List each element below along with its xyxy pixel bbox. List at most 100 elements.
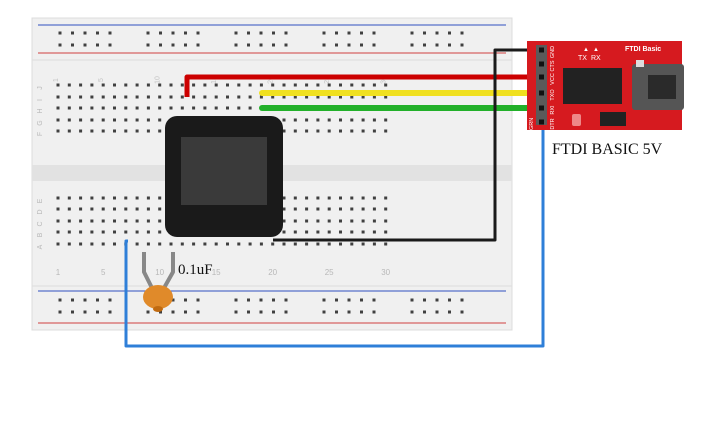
breadboard-hole [79,118,83,122]
breadboard-hole [90,207,94,211]
rail-hole [372,298,376,302]
breadboard-hole [192,106,196,110]
rail-hole [423,310,426,314]
rail-hole [196,31,200,35]
breadboard-hole [158,106,162,110]
row-letter: E [37,198,44,203]
rail-hole [410,310,414,314]
breadboard-hole [226,83,229,87]
rail-hole [284,31,288,35]
rail-hole [322,31,326,35]
breadboard-hole [305,118,309,122]
breadboard-hole [135,196,139,200]
breadboard-hole [124,118,128,122]
breadboard-hole [101,95,105,99]
breadboard-hole [350,242,354,246]
breadboard-hole [67,95,71,99]
column-number: 20 [268,268,277,277]
breadboard-hole [384,219,388,223]
breadboard-hole [67,118,71,122]
breadboard-hole [316,83,320,87]
breadboard-hole [158,230,162,234]
rail-hole [335,31,338,35]
rail-hole [272,43,275,47]
breadboard-hole [372,83,376,87]
rail-hole [58,310,62,314]
breadboard-hole [180,106,184,110]
breadboard-hole [293,129,297,133]
rail-hole [171,310,175,314]
rail-hole [347,298,351,302]
rail-hole [146,43,150,47]
rail-hole [184,298,187,302]
breadboard-hole [101,129,105,133]
breadboard-hole [339,242,342,246]
rail-hole [58,43,62,47]
breadboard-hole [124,129,128,133]
chip-window [181,137,267,205]
breadboard-hole [316,219,320,223]
breadboard-hole [384,196,388,200]
rail-hole [372,310,376,314]
breadboard-hole [293,207,297,211]
breadboard-hole [372,118,376,122]
rail-hole [146,31,150,35]
breadboard-hole [158,95,162,99]
breadboard-hole [372,129,376,133]
rail-hole [108,43,112,47]
column-number: 10 [155,268,164,277]
rail-hole [96,43,99,47]
breadboard-hole [316,242,320,246]
breadboard-hole [327,118,331,122]
breadboard-hole [248,95,252,99]
breadboard-hole [237,242,241,246]
capacitor-lead-left [142,252,154,289]
breadboard-hole [101,106,105,110]
breadboard-hole [316,196,320,200]
breadboard-hole [146,106,150,110]
capacitor-lead-right [162,252,175,289]
rail-hole [159,43,162,47]
rail-hole [196,298,200,302]
breadboard-hole [113,242,116,246]
breadboard-hole [67,219,71,223]
wire-black [273,48,543,242]
breadboard-hole [282,196,286,200]
rail-hole [259,310,263,314]
ftdi-ic [563,68,622,104]
ftdi-pin-label: VCC [550,73,556,85]
breadboard-hole [180,95,184,99]
rail-hole [435,31,439,35]
breadboard-hole [124,219,128,223]
breadboard-hole [327,219,331,223]
rail-hole [234,31,238,35]
microcontroller-chip [165,116,283,237]
breadboard-hole [124,196,128,200]
rail-hole [460,43,464,47]
breadboard-hole [56,207,60,211]
row-letter: G [37,120,44,125]
breadboard-hole [146,118,150,122]
breadboard-hole [79,83,83,87]
rail-hole [435,43,439,47]
wire-red [184,74,543,97]
breadboard-hole [339,83,342,87]
breadboard-hole [214,95,218,99]
rail-hole [335,310,338,314]
row-letter: F [37,132,44,136]
column-number: 1 [53,78,60,82]
grn-label: GRN [529,118,535,130]
breadboard-hole [113,230,116,234]
breadboard-hole [113,219,116,223]
breadboard-hole [350,207,354,211]
breadboard-hole [56,95,60,99]
breadboard-hole [384,118,388,122]
rail-hole [234,298,238,302]
breadboard-hole [146,219,150,223]
breadboard-hole [56,118,60,122]
breadboard-hole [158,83,162,87]
breadboard-hole [192,83,196,87]
breadboard-hole [79,230,83,234]
